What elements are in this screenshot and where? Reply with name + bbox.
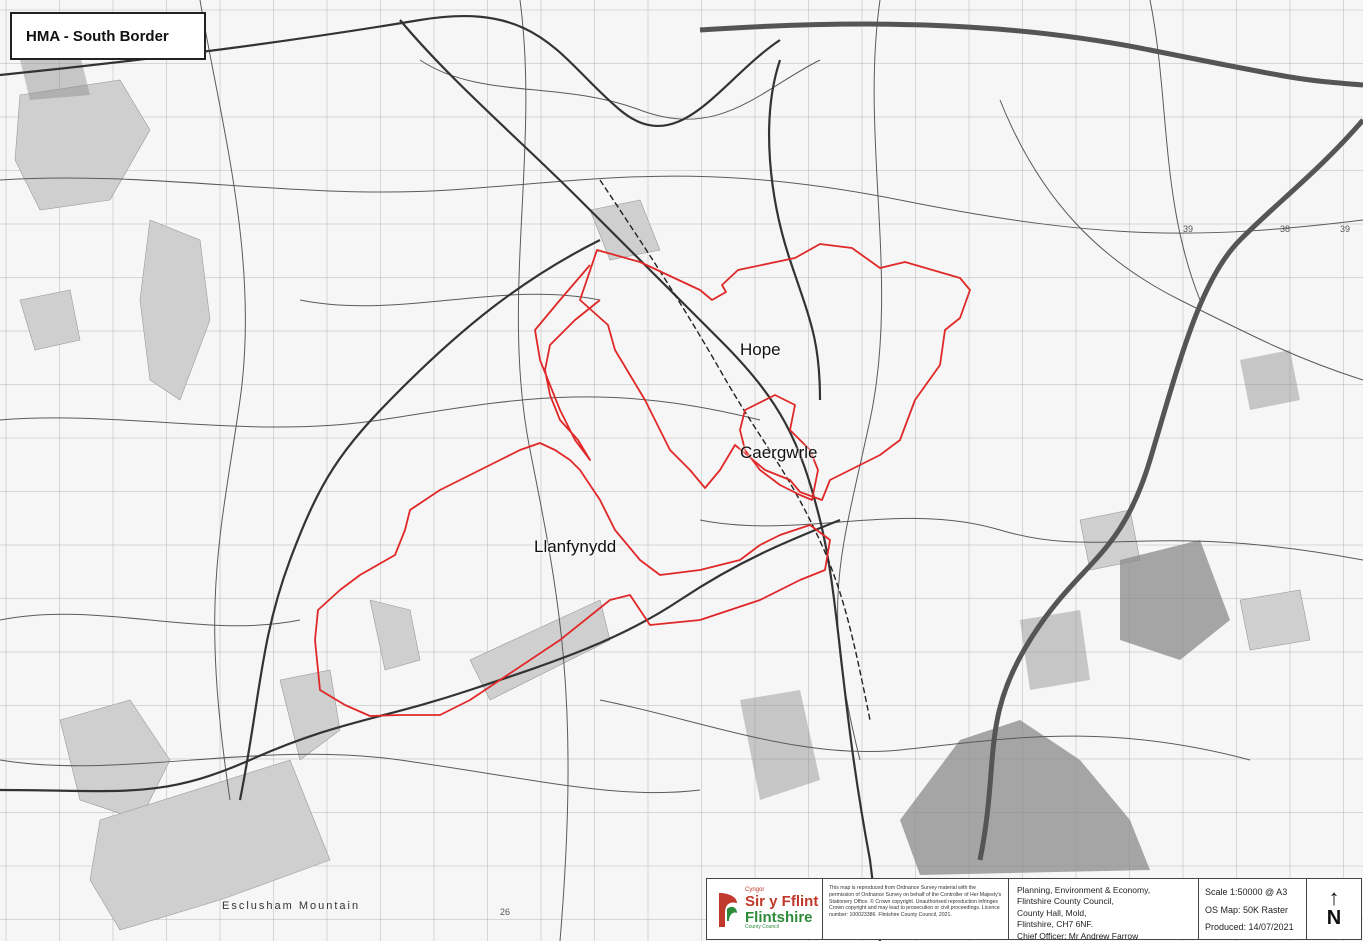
mountain-label: Esclusham Mountain (222, 900, 361, 912)
boundary-llanfynydd (314, 442, 831, 717)
dept-line: Flintshire County Council, (1017, 896, 1114, 907)
copyright-notice: This map is reproduced from Ordnance Sur… (823, 879, 1009, 939)
dept-line: Planning, Environment & Economy, (1017, 885, 1151, 895)
north-letter: N (1326, 906, 1342, 929)
dept-line: Flintshire, CH7 6NF. (1017, 919, 1094, 930)
hma-boundary (314, 243, 971, 717)
council-logo: Cyngor Sir y Fflint Flintshire County Co… (707, 879, 823, 939)
place-label-caergwrle: Caergwrle (740, 443, 818, 462)
boundary-hope (579, 243, 971, 501)
map-footer: Cyngor Sir y Fflint Flintshire County Co… (706, 878, 1362, 941)
boundary-caergwrle (739, 394, 819, 501)
place-label-llanfynydd: Llanfynydd (534, 537, 617, 556)
council-logo-icon (715, 889, 739, 929)
dept-line: Chief Officer: Mr Andrew Farrow (1017, 930, 1139, 941)
os-grid-numbers: 39 38 39 26 (500, 224, 1350, 917)
logo-line1: Cyngor (745, 887, 765, 894)
railway (599, 179, 871, 721)
svg-text:38: 38 (1280, 224, 1290, 234)
urban-areas (20, 55, 1300, 875)
os-map-text: OS Map: 50K Raster (1205, 904, 1289, 915)
map-title: HMA - South Border (10, 12, 206, 60)
main-roads (0, 15, 882, 941)
svg-text:39: 39 (1340, 224, 1350, 234)
woodland-areas (14, 79, 1311, 931)
boundary-link (534, 264, 601, 461)
dept-line: County Hall, Mold, (1017, 907, 1087, 918)
svg-text:39: 39 (1183, 224, 1193, 234)
north-arrow-icon: ↑ (1328, 884, 1340, 910)
produced-date: Produced: 14/07/2021 (1205, 922, 1294, 933)
svg-text:26: 26 (500, 907, 510, 917)
logo-line4: County Council (745, 924, 779, 931)
map-info: Scale 1:50000 @ A3 OS Map: 50K Raster Pr… (1199, 879, 1307, 939)
scale-text: Scale 1:50000 @ A3 (1205, 887, 1288, 897)
department-address: Planning, Environment & Economy, Flintsh… (1009, 879, 1199, 941)
north-indicator: ↑ N (1307, 879, 1361, 939)
motorway (699, 21, 1363, 861)
logo-line3: Flintshire (745, 908, 813, 926)
place-label-hope: Hope (740, 340, 781, 359)
logo-line2: Sir y Fflint (745, 892, 819, 910)
